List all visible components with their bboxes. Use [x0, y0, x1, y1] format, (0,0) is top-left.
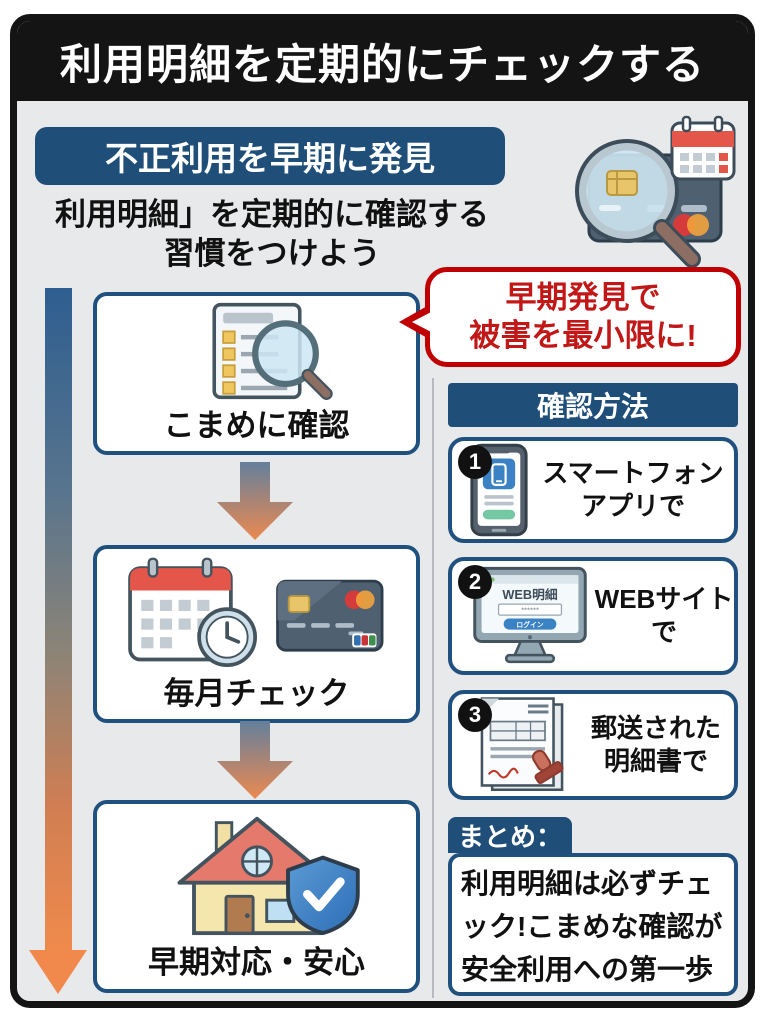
- column-divider: [432, 378, 434, 998]
- summary-line-3: 安全利用への第一歩: [461, 954, 714, 985]
- summary-tab: まとめ：: [448, 817, 572, 853]
- intro-line-2: 習慣をつけよう: [163, 236, 381, 271]
- timeline-arrow-head: [29, 950, 87, 994]
- intro-line-1: 利用明細」を定期的に確認する: [55, 197, 489, 232]
- method-text: 郵送された 明細書で: [590, 713, 721, 776]
- number-badge: 3: [458, 698, 492, 732]
- number-badge: 1: [458, 445, 492, 479]
- method-text: スマートフォン アプリで: [542, 458, 724, 521]
- flow-step-early-response: 早期対応・安心: [93, 800, 420, 993]
- method-text: WEBサイト で: [594, 584, 734, 647]
- down-arrow-icon: [217, 462, 293, 540]
- method-item-mailed-statement: 3 郵送された 明細書で: [448, 690, 738, 800]
- flow-step-monthly-check: 毎月チェック: [93, 545, 420, 723]
- svg-text:******: ******: [521, 606, 539, 615]
- section-header: 不正利用を早期に発見: [35, 127, 505, 185]
- bubble-line-2: 被害を最小限に!: [469, 318, 697, 353]
- svg-text:ログイン: ログイン: [516, 620, 543, 629]
- flow-step-label: こまめに確認: [163, 408, 350, 443]
- title-bar: 利用明細を定期的にチェックする: [17, 21, 748, 101]
- callout-bubble: 早期発見で 被害を最小限に!: [399, 267, 741, 367]
- intro-text: 利用明細」を定期的に確認する 習慣をつけよう: [17, 195, 527, 273]
- house-shield-icon: [177, 816, 360, 935]
- summary-line-1: 利用明細は必ずチェ: [461, 868, 714, 899]
- rubber-stamp-icon: [531, 749, 564, 785]
- flow-step-label: 早期対応・安心: [148, 945, 365, 981]
- timeline-arrow-shaft: [45, 288, 72, 952]
- content-frame: 利用明細を定期的にチェックする 不正利用を早期に発見: [10, 14, 755, 1008]
- jcb-logo-icon: [351, 633, 376, 648]
- calendar-icon: [670, 115, 736, 181]
- page-title: 利用明細を定期的にチェックする: [59, 40, 705, 88]
- magnifier-card-calendar-icon: [575, 115, 736, 268]
- methods-header: 確認方法: [448, 383, 738, 427]
- checklist-magnifier-icon: [211, 302, 333, 400]
- svg-text:WEB明細: WEB明細: [502, 587, 557, 602]
- down-arrow-icon: [217, 721, 293, 799]
- flow-step-label: 毎月チェック: [163, 675, 350, 711]
- summary-line-2: ック!こまめな確認が: [461, 911, 723, 942]
- bubble-line-1: 早期発見で: [505, 280, 661, 315]
- number-badge: 2: [458, 565, 492, 599]
- method-item-smartphone: 1 スマートフォン アプリで: [448, 437, 738, 543]
- web-monitor-icon: WEB明細 ****** ログイン: [473, 566, 587, 664]
- methods-header-label: 確認方法: [536, 391, 649, 422]
- flow-step-check-often: こまめに確認: [93, 292, 420, 455]
- method-item-website: 2 WEB明細 ****** ログイン WEBサイト で: [448, 557, 738, 675]
- section-header-label: 不正利用を早期に発見: [105, 140, 435, 177]
- calendar-clock-card-icon: [127, 557, 383, 668]
- summary-box: 利用明細は必ずチェ ック!こまめな確認が 安全利用への第一歩: [448, 853, 738, 996]
